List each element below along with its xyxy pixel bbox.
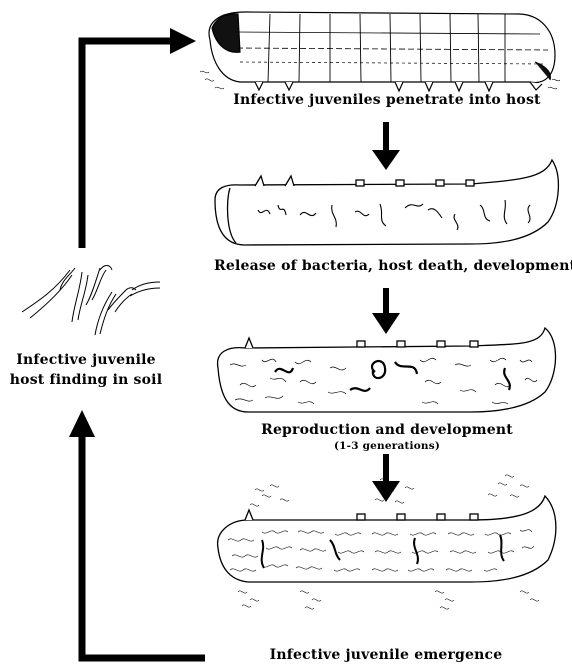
- nematodes-icon: [22, 266, 160, 336]
- down-arrow-2: [372, 288, 400, 334]
- down-arrow-1: [372, 122, 400, 170]
- caption-generations: (1-3 generations): [224, 440, 550, 452]
- caterpillar-host-icon: [200, 12, 560, 91]
- caption-soil-line1: Infective juvenile: [0, 352, 172, 368]
- larva-icon-stage-3: [218, 328, 556, 412]
- cycle-arrow-lower: [69, 410, 205, 658]
- caption-soil-line2: host finding in soil: [0, 372, 172, 388]
- caption-emergence: Infective juvenile emergence: [210, 647, 562, 663]
- larva-icon-stage-2: [215, 160, 558, 245]
- caption-penetrate: Infective juveniles penetrate into host: [222, 92, 552, 108]
- caption-reproduction: Reproduction and development: [224, 422, 550, 438]
- caption-release: Release of bacteria, host death, develop…: [214, 258, 570, 274]
- cycle-arrow-upper: [82, 28, 196, 248]
- down-arrow-3: [372, 454, 400, 502]
